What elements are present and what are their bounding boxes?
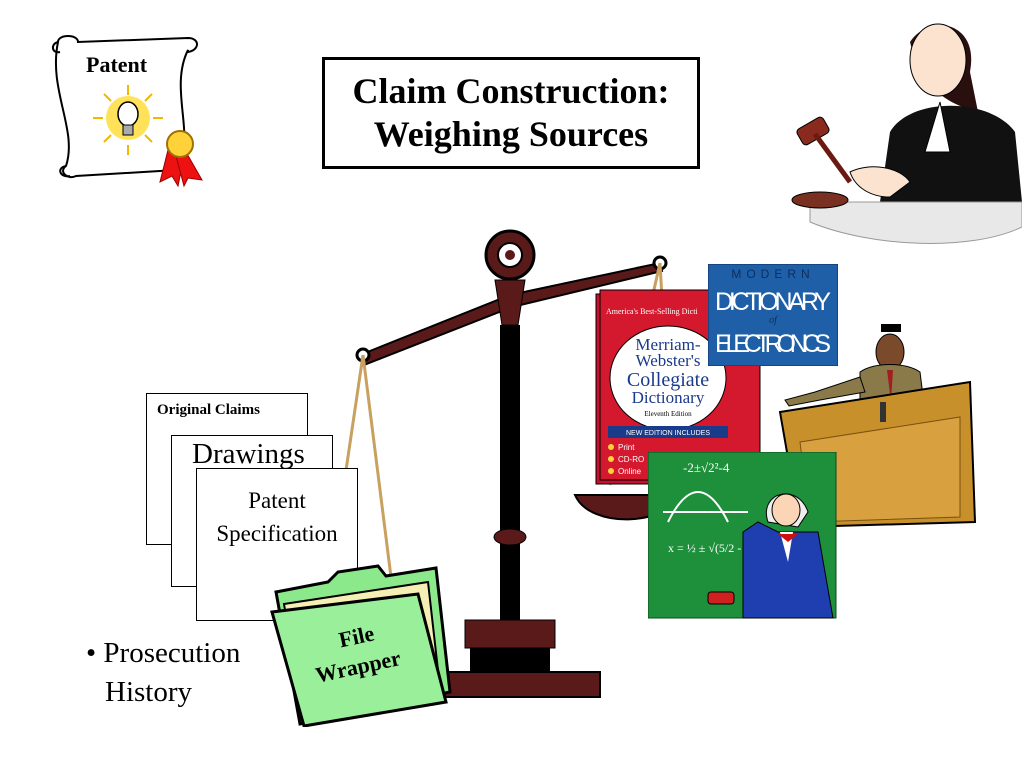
svg-text:Merriam-: Merriam- — [635, 335, 700, 354]
svg-text:Collegiate: Collegiate — [627, 369, 709, 391]
drawings-label: Drawings — [192, 438, 305, 470]
specification-line-1: Patent — [248, 488, 306, 513]
svg-text:Online: Online — [618, 467, 642, 476]
original-claims-label: Original Claims — [157, 402, 260, 418]
title-line-1: Claim Construction: — [352, 71, 670, 111]
bullet-line-2: History — [105, 676, 192, 708]
svg-text:NEW EDITION INCLUDES: NEW EDITION INCLUDES — [626, 430, 710, 437]
gavel-icon — [791, 116, 853, 209]
svg-text:Dictionary: Dictionary — [632, 388, 705, 407]
svg-text:DICTIONARY: DICTIONARY — [715, 288, 831, 316]
svg-text:MODERN: MODERN — [731, 267, 814, 281]
award-ribbon-icon — [159, 130, 203, 188]
svg-text:CD-RO: CD-RO — [618, 455, 644, 464]
svg-text:of: of — [769, 315, 778, 326]
slide-title: Claim Construction: Weighing Sources — [322, 57, 700, 169]
lightbulb-icon — [93, 85, 163, 155]
title-line-2: Weighing Sources — [373, 114, 649, 154]
svg-text:x = ½ ± √(5/2 - 1/2): x = ½ ± √(5/2 - 1/2) — [668, 541, 764, 555]
bullet-marker: • — [86, 637, 97, 669]
patent-scroll-icon: Patent — [52, 35, 203, 188]
specification-line-2: Specification — [216, 521, 338, 546]
dictionary-banner: America's Best-Selling Dicti — [606, 307, 698, 316]
electronics-dictionary-icon: MODERN DICTIONARY of ELECTRONICS — [708, 264, 838, 366]
svg-text:Print: Print — [618, 443, 635, 452]
svg-text:-2±√2²-4: -2±√2²-4 — [683, 460, 730, 475]
patent-scroll-label: Patent — [86, 52, 148, 77]
svg-text:Eleventh Edition: Eleventh Edition — [644, 410, 692, 418]
file-wrapper-folder-icon: File Wrapper — [270, 564, 452, 727]
svg-text:Webster's: Webster's — [636, 351, 701, 370]
prosecution-history-bullet: • Prosecution History — [86, 634, 240, 712]
judge-illustration — [791, 23, 1022, 244]
professor-chalkboard-illustration: -2±√2²-4 x = ½ ± √(5/2 - 1/2) — [648, 452, 837, 619]
bullet-line-1: Prosecution — [103, 637, 241, 669]
svg-text:ELECTRONICS: ELECTRONICS — [715, 330, 831, 358]
